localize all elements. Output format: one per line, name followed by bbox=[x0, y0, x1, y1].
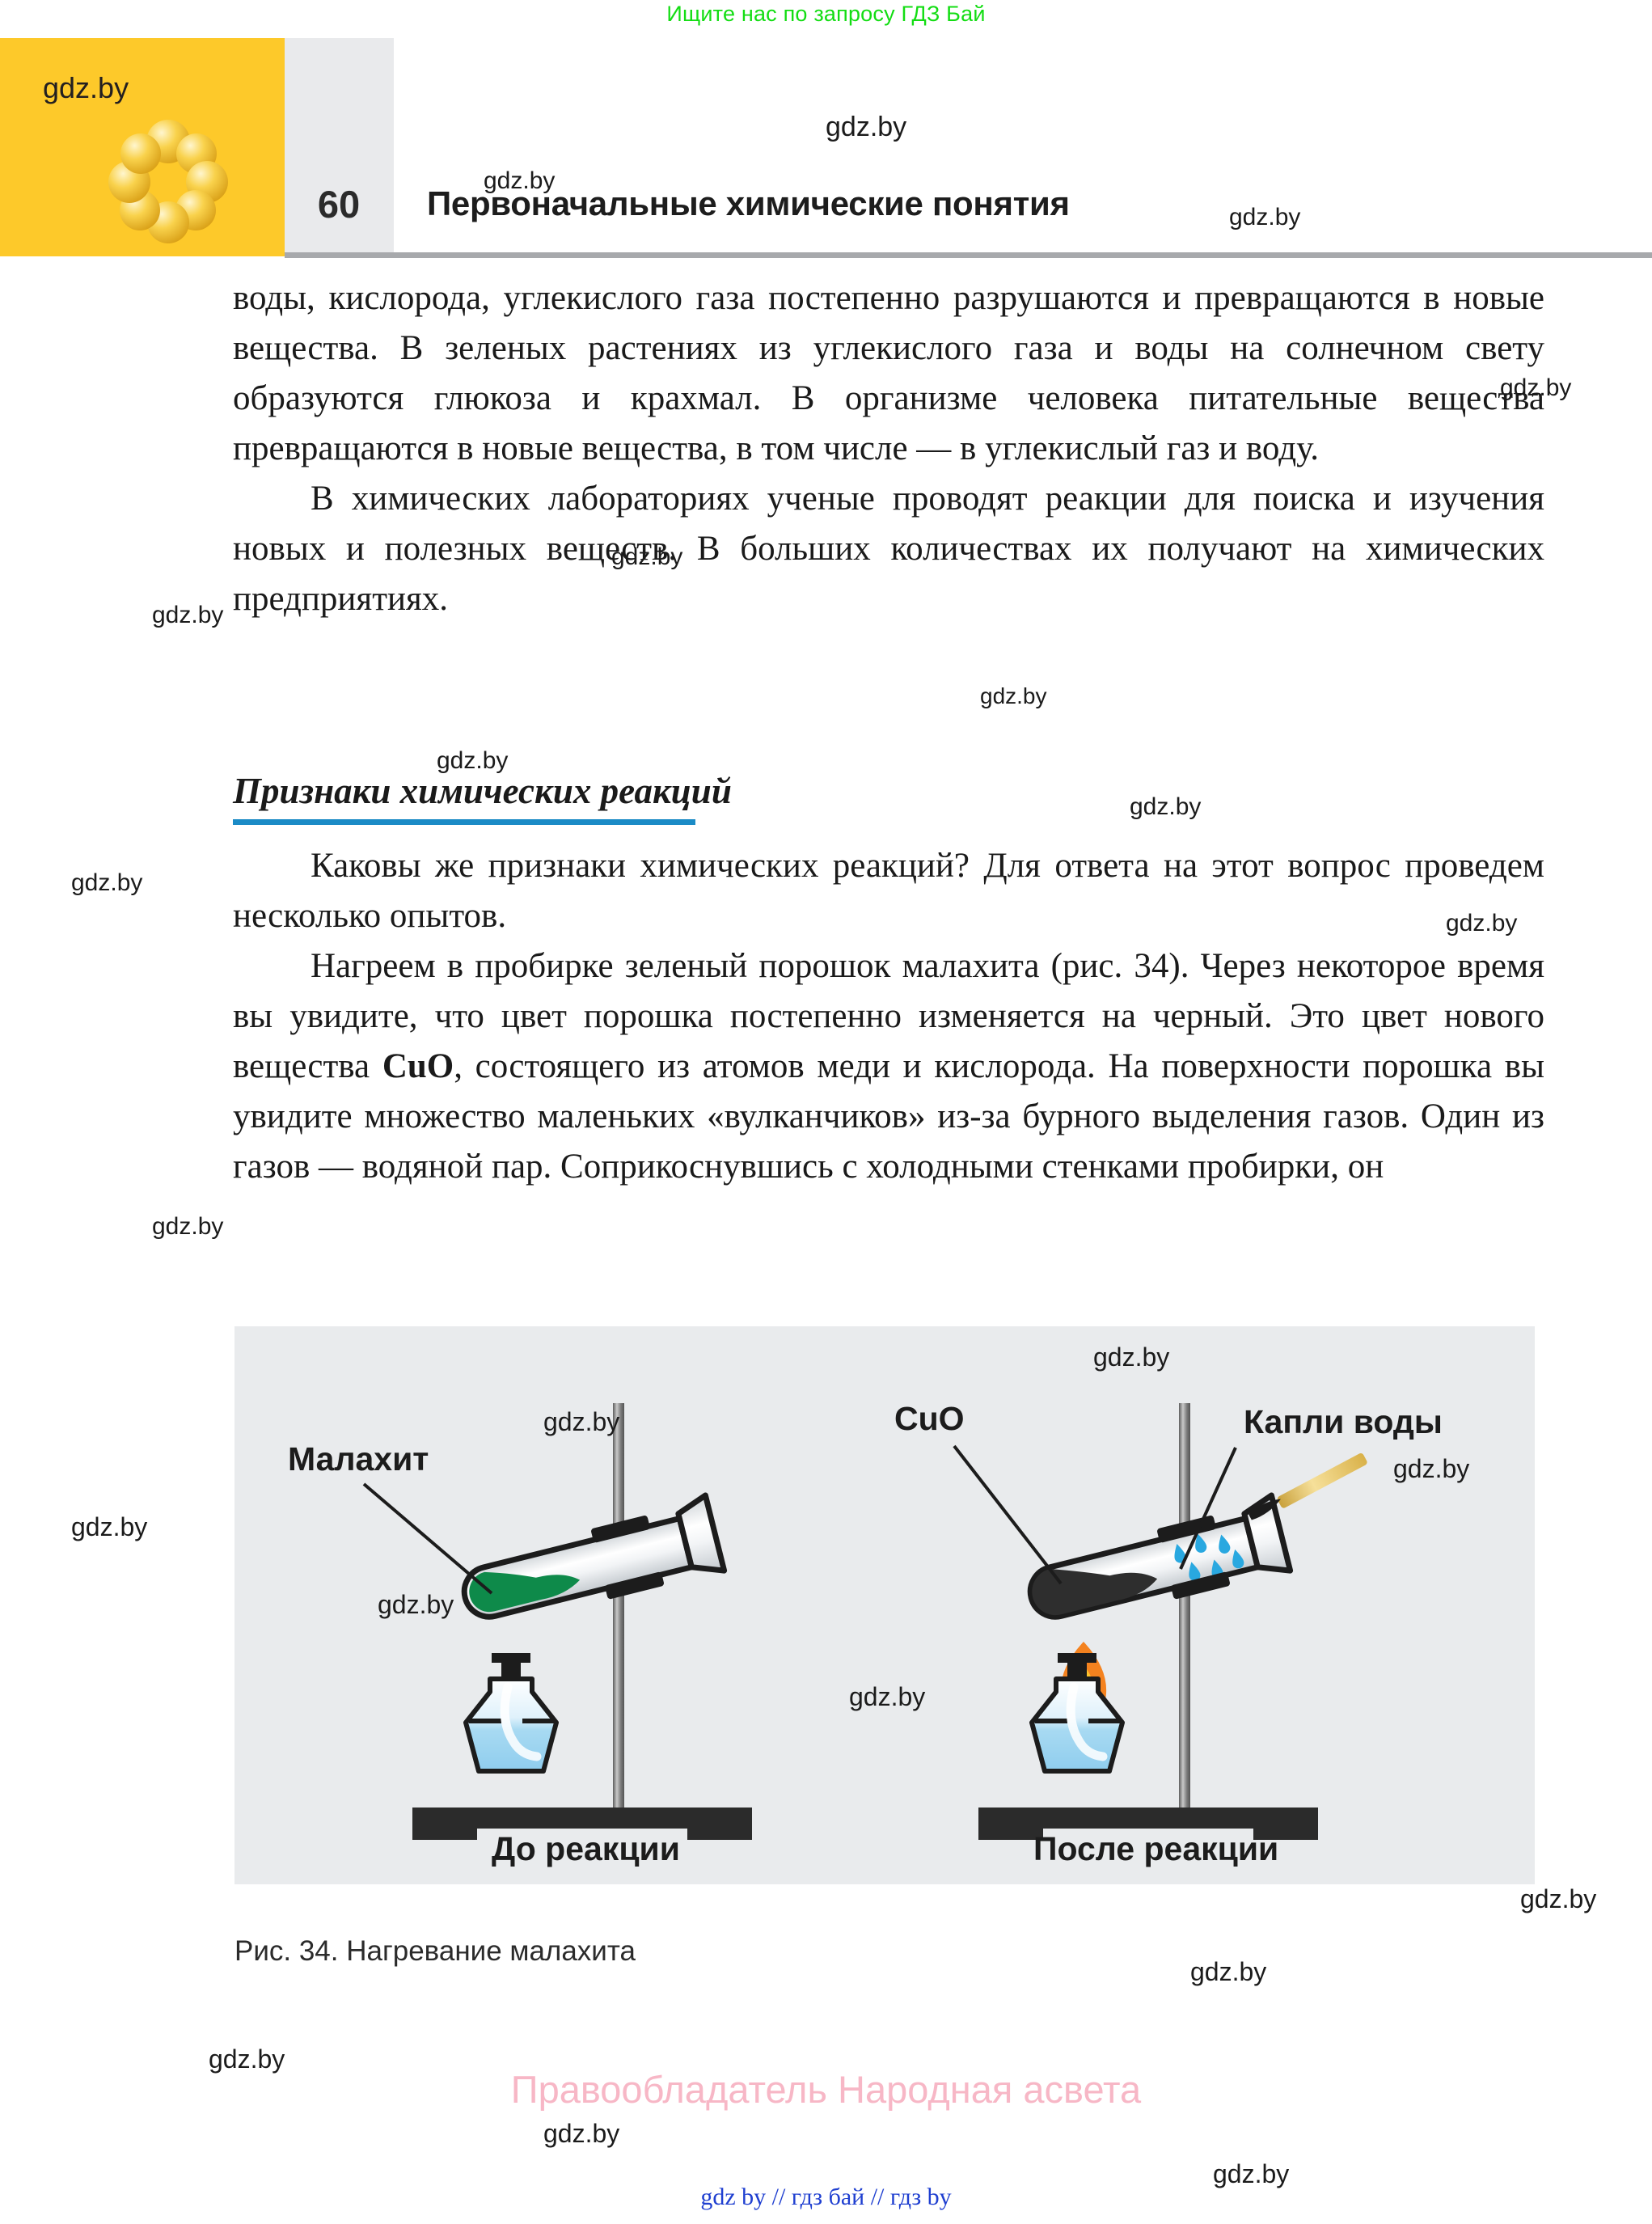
svg-text:CuO: CuO bbox=[894, 1400, 965, 1437]
right-scene: CuO Капли воды После реакции bbox=[894, 1400, 1443, 1867]
paragraph-2: В химических лабораториях ученые проводя… bbox=[233, 480, 1544, 618]
paragraph-3: Каковы же признаки химических реакций? Д… bbox=[233, 847, 1544, 935]
promo-strip: Ищите нас по запросу ГДЗ Бай bbox=[0, 0, 1652, 37]
svg-text:Малахит: Малахит bbox=[288, 1440, 429, 1478]
watermark: gdz.by bbox=[980, 683, 1047, 708]
figure-caption: Рис. 34. Нагревание малахита bbox=[234, 1935, 636, 1967]
svg-text:Капли воды: Капли воды bbox=[1244, 1403, 1443, 1440]
watermark: gdz.by bbox=[71, 1512, 148, 1541]
watermark: gdz.by bbox=[1520, 1884, 1597, 1913]
paragraph-4-pre: Нагреем в пробирке зеленый порошок малах… bbox=[233, 947, 1544, 1085]
watermark: gdz.by bbox=[1229, 204, 1301, 230]
watermark: gdz.by bbox=[543, 2119, 620, 2148]
watermark: gdz.by bbox=[1190, 1957, 1267, 1986]
bottom-links[interactable]: gdz by // гдз бай // гдз by bbox=[700, 2184, 952, 2210]
section-heading-underline bbox=[233, 819, 695, 825]
water-droplets bbox=[1174, 1533, 1244, 1581]
page-number: 60 bbox=[317, 183, 361, 226]
paragraph-4: Нагреем в пробирке зеленый порошок малах… bbox=[233, 941, 1544, 1192]
page-title: Первоначальные химические понятия bbox=[427, 184, 1070, 222]
logo-wordmark: gdz.by bbox=[43, 71, 129, 104]
molecule-icon bbox=[104, 117, 233, 247]
promo-text: Ищите нас по запросу ГДЗ Бай bbox=[666, 2, 986, 26]
header-divider bbox=[285, 252, 1652, 258]
text-column: воды, кислорода, углекислого газа постеп… bbox=[233, 273, 1544, 624]
paragraph-1: воды, кислорода, углекислого газа постеп… bbox=[233, 279, 1544, 467]
watermark: gdz.by bbox=[152, 1213, 224, 1240]
svg-text:После реакции: После реакции bbox=[1033, 1830, 1278, 1867]
section-heading: Признаки химических реакций bbox=[233, 771, 732, 811]
paragraph-4-post: , состоящего из атомов меди и кислорода.… bbox=[233, 1047, 1545, 1186]
chemical-formula-cuo: CuO bbox=[382, 1047, 454, 1085]
watermark: gdz.by bbox=[826, 112, 907, 142]
page-number-panel bbox=[285, 38, 394, 256]
figure-illustration: Малахит До реакции bbox=[234, 1326, 1535, 1884]
watermark: gdz.by bbox=[71, 869, 143, 896]
watermark: gdz.by bbox=[152, 602, 224, 628]
copyright-holder: Правообладатель Народная асвета bbox=[510, 2068, 1142, 2111]
watermark: gdz.by bbox=[1130, 793, 1202, 820]
text-column-2: Каковы же признаки химических реакций? Д… bbox=[233, 841, 1544, 1192]
left-scene: Малахит До реакции bbox=[288, 1403, 752, 1867]
svg-text:До реакции: До реакции bbox=[492, 1830, 680, 1867]
